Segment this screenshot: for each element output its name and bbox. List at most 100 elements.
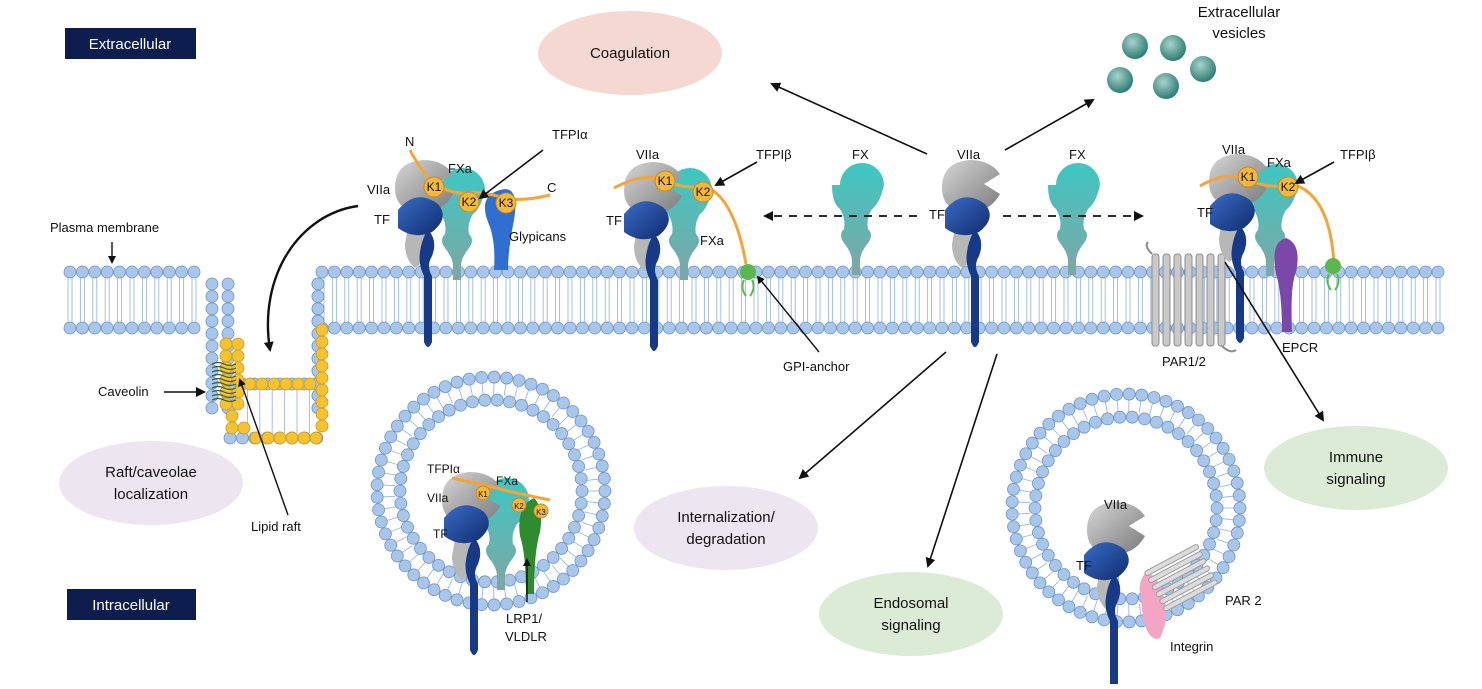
- free-factor-x: [832, 163, 884, 275]
- viia-label: VIIa: [1222, 142, 1246, 157]
- lipid-raft: [220, 324, 328, 444]
- kunitz-domain: K2: [693, 182, 713, 202]
- tfpi-beta-label: TFPIβ: [756, 147, 792, 162]
- gpi-anchor: [1325, 258, 1341, 274]
- arrow-to-coagulation: [772, 84, 927, 154]
- tf-label: TF: [606, 213, 622, 228]
- pointer-gpi-anchor: [758, 277, 819, 352]
- endosomal-signaling-oval: [819, 572, 1003, 656]
- extracellular-vesicles: [1107, 33, 1216, 99]
- svg-text:K3: K3: [499, 196, 514, 210]
- ev-label-line1: Extracellular: [1198, 4, 1281, 21]
- kunitz-domain: K3: [534, 504, 548, 518]
- fx-label: FX: [1069, 147, 1086, 162]
- kunitz-domain: K1: [424, 177, 444, 197]
- svg-text:K1: K1: [427, 180, 442, 194]
- svg-text:K1: K1: [1241, 170, 1256, 184]
- endosomal-label-line1: Endosomal: [873, 595, 948, 612]
- tf-label: TF: [929, 207, 945, 222]
- ev-particle: [1160, 35, 1186, 61]
- tf-label: TF: [433, 527, 448, 541]
- ev-particle: [1122, 33, 1148, 59]
- tf-stalk: [466, 538, 481, 655]
- gpi-anchor: [740, 264, 756, 280]
- gpi-tails: [742, 280, 753, 296]
- par12-receptor: [1147, 242, 1236, 351]
- kunitz-domain: K2: [512, 498, 526, 512]
- free-factor-x: [1048, 163, 1100, 275]
- pointer-tfpi-beta-right: [1296, 162, 1334, 183]
- kunitz-domain: K2: [1278, 177, 1298, 197]
- immune-signaling-oval: [1264, 426, 1448, 510]
- fx-label: FX: [852, 147, 869, 162]
- plasma-membrane-label: Plasma membrane: [50, 220, 159, 235]
- svg-text:K1: K1: [658, 174, 673, 188]
- coagulation-label: Coagulation: [590, 45, 670, 62]
- viia-label: VIIa: [636, 147, 660, 162]
- endosomal-complex: [1084, 502, 1218, 684]
- arrow-to-vesicles: [1005, 100, 1093, 150]
- viia-label: VIIa: [1104, 497, 1128, 512]
- raft-localization-oval: [59, 441, 243, 525]
- intracellular-tag-label: Intracellular: [92, 597, 170, 614]
- svg-text:K2: K2: [514, 502, 524, 511]
- tf-stalk: [1106, 575, 1121, 684]
- immune-label-line1: Immune: [1329, 449, 1383, 466]
- c-terminus-label: C: [547, 180, 556, 195]
- raft-label-line2: localization: [114, 486, 188, 503]
- fxa-label: FXa: [496, 474, 518, 488]
- viia-label: VIIa: [427, 491, 449, 505]
- kunitz-domain: K3: [496, 193, 516, 213]
- svg-text:K2: K2: [462, 195, 477, 209]
- gpi-anchor-label: GPI-anchor: [783, 359, 850, 374]
- arrow-to-endosomal: [928, 354, 997, 566]
- viia-label: VIIa: [957, 147, 981, 162]
- viia-label: VIIa: [367, 182, 391, 197]
- endosomal-label-line2: signaling: [881, 617, 940, 634]
- caveolin-label: Caveolin: [98, 384, 149, 399]
- kunitz-domain: K2: [459, 192, 479, 212]
- lipid-raft-label: Lipid raft: [251, 519, 301, 534]
- ev-particle: [1190, 56, 1216, 82]
- raft-label-line1: Raft/caveolae: [105, 464, 197, 481]
- tfpi-alpha-label: TFPIα: [427, 462, 460, 476]
- pointer-lipid-raft: [240, 380, 288, 515]
- factor-x: [1048, 163, 1100, 275]
- fxa-label: FXa: [1267, 155, 1292, 170]
- internalization-label-line2: degradation: [686, 531, 765, 548]
- epcr: [1274, 238, 1297, 332]
- fxa-label: FXa: [700, 233, 725, 248]
- ev-particle: [1153, 73, 1179, 99]
- svg-text:K2: K2: [1281, 180, 1296, 194]
- svg-text:K3: K3: [536, 508, 546, 517]
- ev-particle: [1107, 67, 1133, 93]
- pointer-tfpi-beta-mid: [716, 162, 757, 185]
- lipid-bilayer-segment: [64, 266, 200, 334]
- factor-x: [832, 163, 884, 275]
- internalization-oval: [634, 486, 818, 570]
- ev-label-line2: vesicles: [1212, 25, 1265, 42]
- par12-label: PAR1/2: [1162, 354, 1206, 369]
- tfpi-beta-label: TFPIβ: [1340, 147, 1376, 162]
- epcr-label: EPCR: [1282, 340, 1318, 355]
- par2-label: PAR 2: [1225, 593, 1262, 608]
- kunitz-domain: K1: [1238, 167, 1258, 187]
- n-terminus-label: N: [405, 134, 414, 149]
- tf-viia-complex: [942, 160, 1000, 347]
- tf-label: TF: [374, 212, 390, 227]
- kunitz-domain: K1: [655, 171, 675, 191]
- tf-label: TF: [1197, 205, 1213, 220]
- fxa-label: FXa: [448, 161, 473, 176]
- svg-text:K2: K2: [696, 185, 711, 199]
- kunitz-domain: K1: [476, 486, 490, 500]
- lipid-bilayer-segment: [316, 266, 1444, 334]
- immune-label-line2: signaling: [1326, 471, 1385, 488]
- pointer-tfpi-alpha: [480, 150, 543, 198]
- glypicans-label: Glypicans: [509, 229, 567, 244]
- tfpi-alpha-label: TFPIα: [552, 127, 588, 142]
- lrp-label-line2: VLDLR: [505, 629, 547, 644]
- integrin-label: Integrin: [1170, 639, 1213, 654]
